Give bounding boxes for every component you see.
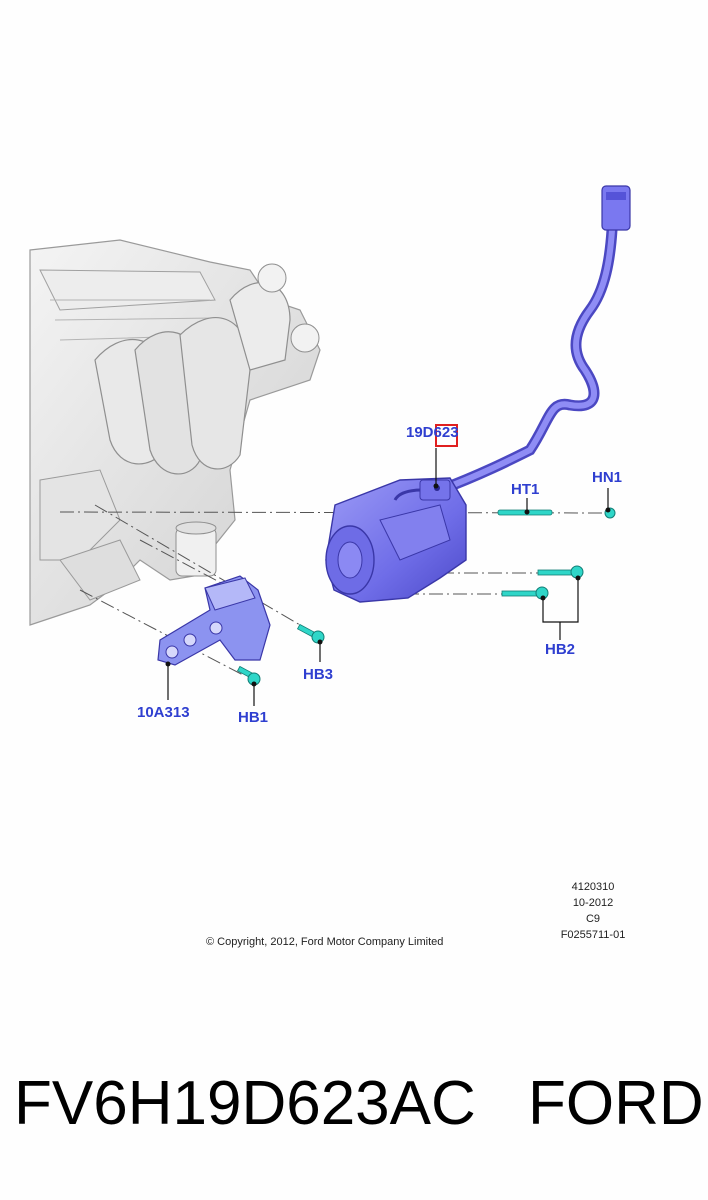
copyright-notice: © Copyright, 2012, Ford Motor Company Li… [206,936,444,948]
fasteners [236,507,616,686]
callout-10a313: 10A313 [137,704,190,721]
callout-19d623: 19D623 [406,424,459,441]
part-number: FV6H19D623AC [14,1069,476,1138]
illustration-number: 4120310 [571,881,615,893]
leader-lines [167,448,609,706]
mounting-bracket [157,575,271,666]
compressor-hose [434,185,631,496]
ac-compressor [325,477,467,603]
callout-hb2: HB2 [545,641,576,658]
illustration-date: 10-2012 [572,897,614,909]
illustration-reference: F0255711-01 [560,929,626,941]
bolt-hb1 [236,665,261,686]
callout-ht1: HT1 [511,481,540,498]
brand-name: FORD [528,1069,704,1138]
highlight-box [435,424,458,447]
callout-hb1: HB1 [238,709,269,726]
callout-hn1: HN1 [592,469,623,486]
leader-dots [165,483,611,687]
illustration-code: C9 [585,913,601,925]
engine-block [29,239,321,626]
bolt-hb2-upper [537,565,584,579]
callout-hb3: HB3 [303,666,334,683]
